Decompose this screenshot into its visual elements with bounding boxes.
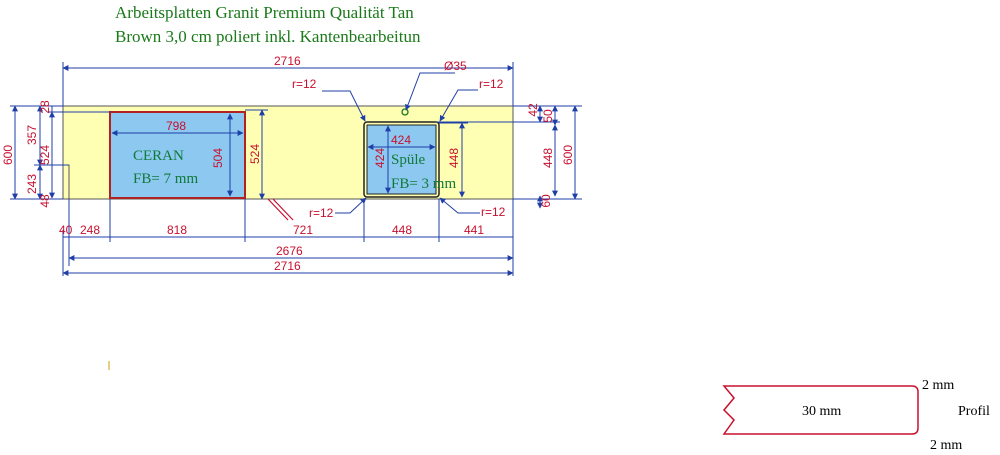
dim-left-524: 524 — [38, 145, 52, 165]
tap-hole — [401, 108, 409, 116]
dim-radius-4: r=12 — [481, 205, 506, 219]
dim-bottom-40: 40 — [59, 223, 73, 237]
dim-left-357: 357 — [25, 125, 39, 145]
ceran-cutout — [109, 111, 246, 199]
profile-bottom-edge: 2 mm — [930, 438, 962, 453]
dim-right-60: 60 — [539, 194, 553, 208]
dim-ceran-outer: 524 — [248, 144, 262, 164]
dim-ceran-height: 504 — [211, 148, 225, 168]
dim-spuele-outer: 448 — [447, 148, 461, 168]
seam-mark-2 — [272, 198, 294, 221]
dim-spuele-width: 424 — [391, 133, 411, 147]
dim-radius-3: r=12 — [309, 206, 334, 220]
dim-right-42: 42 — [526, 103, 540, 117]
dim-bottom-818: 818 — [167, 223, 187, 237]
dim-radius-2: r=12 — [479, 77, 504, 91]
dimension-lines — [10, 62, 582, 276]
dim-hole: Ø35 — [444, 59, 467, 73]
ceran-fb: FB= 7 mm — [133, 171, 198, 187]
dim-bottom-2676: 2676 — [276, 244, 303, 258]
edge-profile-shape — [722, 385, 919, 435]
dim-right-50: 50 — [541, 109, 555, 123]
dim-ceran-width: 798 — [166, 119, 186, 133]
dim-left-600: 600 — [1, 145, 15, 165]
dim-left-48: 48 — [38, 194, 52, 208]
ceran-name: CERAN — [133, 148, 184, 164]
dim-bottom-total: 2716 — [274, 259, 301, 273]
dim-right-600: 600 — [561, 145, 575, 165]
profile-thickness: 30 mm — [802, 404, 841, 419]
dim-spuele-height: 424 — [373, 148, 387, 168]
dim-right-448: 448 — [541, 148, 555, 168]
profile-label: Profil — [958, 404, 990, 419]
dim-bottom-441: 441 — [464, 223, 484, 237]
dim-left-28: 28 — [38, 100, 52, 114]
spuele-name: Spüle — [391, 152, 426, 168]
spuele-outer — [363, 121, 440, 198]
dim-left-243: 243 — [25, 174, 39, 194]
profile-top-edge: 2 mm — [922, 378, 954, 393]
dim-radius-1: r=12 — [292, 77, 317, 91]
dim-top-total: 2716 — [274, 54, 301, 68]
title-line-1: Arbeitsplatten Granit Premium Qualität T… — [115, 3, 414, 22]
dim-bottom-448: 448 — [392, 223, 412, 237]
spuele-fb: FB= 3 mm — [391, 176, 456, 192]
seam-mark-1 — [267, 198, 289, 221]
spuele-cutout — [366, 124, 437, 195]
dim-bottom-721: 721 — [293, 223, 313, 237]
dim-bottom-248: 248 — [80, 223, 100, 237]
title-line-2: Brown 3,0 cm poliert inkl. Kantenbearbei… — [115, 27, 421, 46]
